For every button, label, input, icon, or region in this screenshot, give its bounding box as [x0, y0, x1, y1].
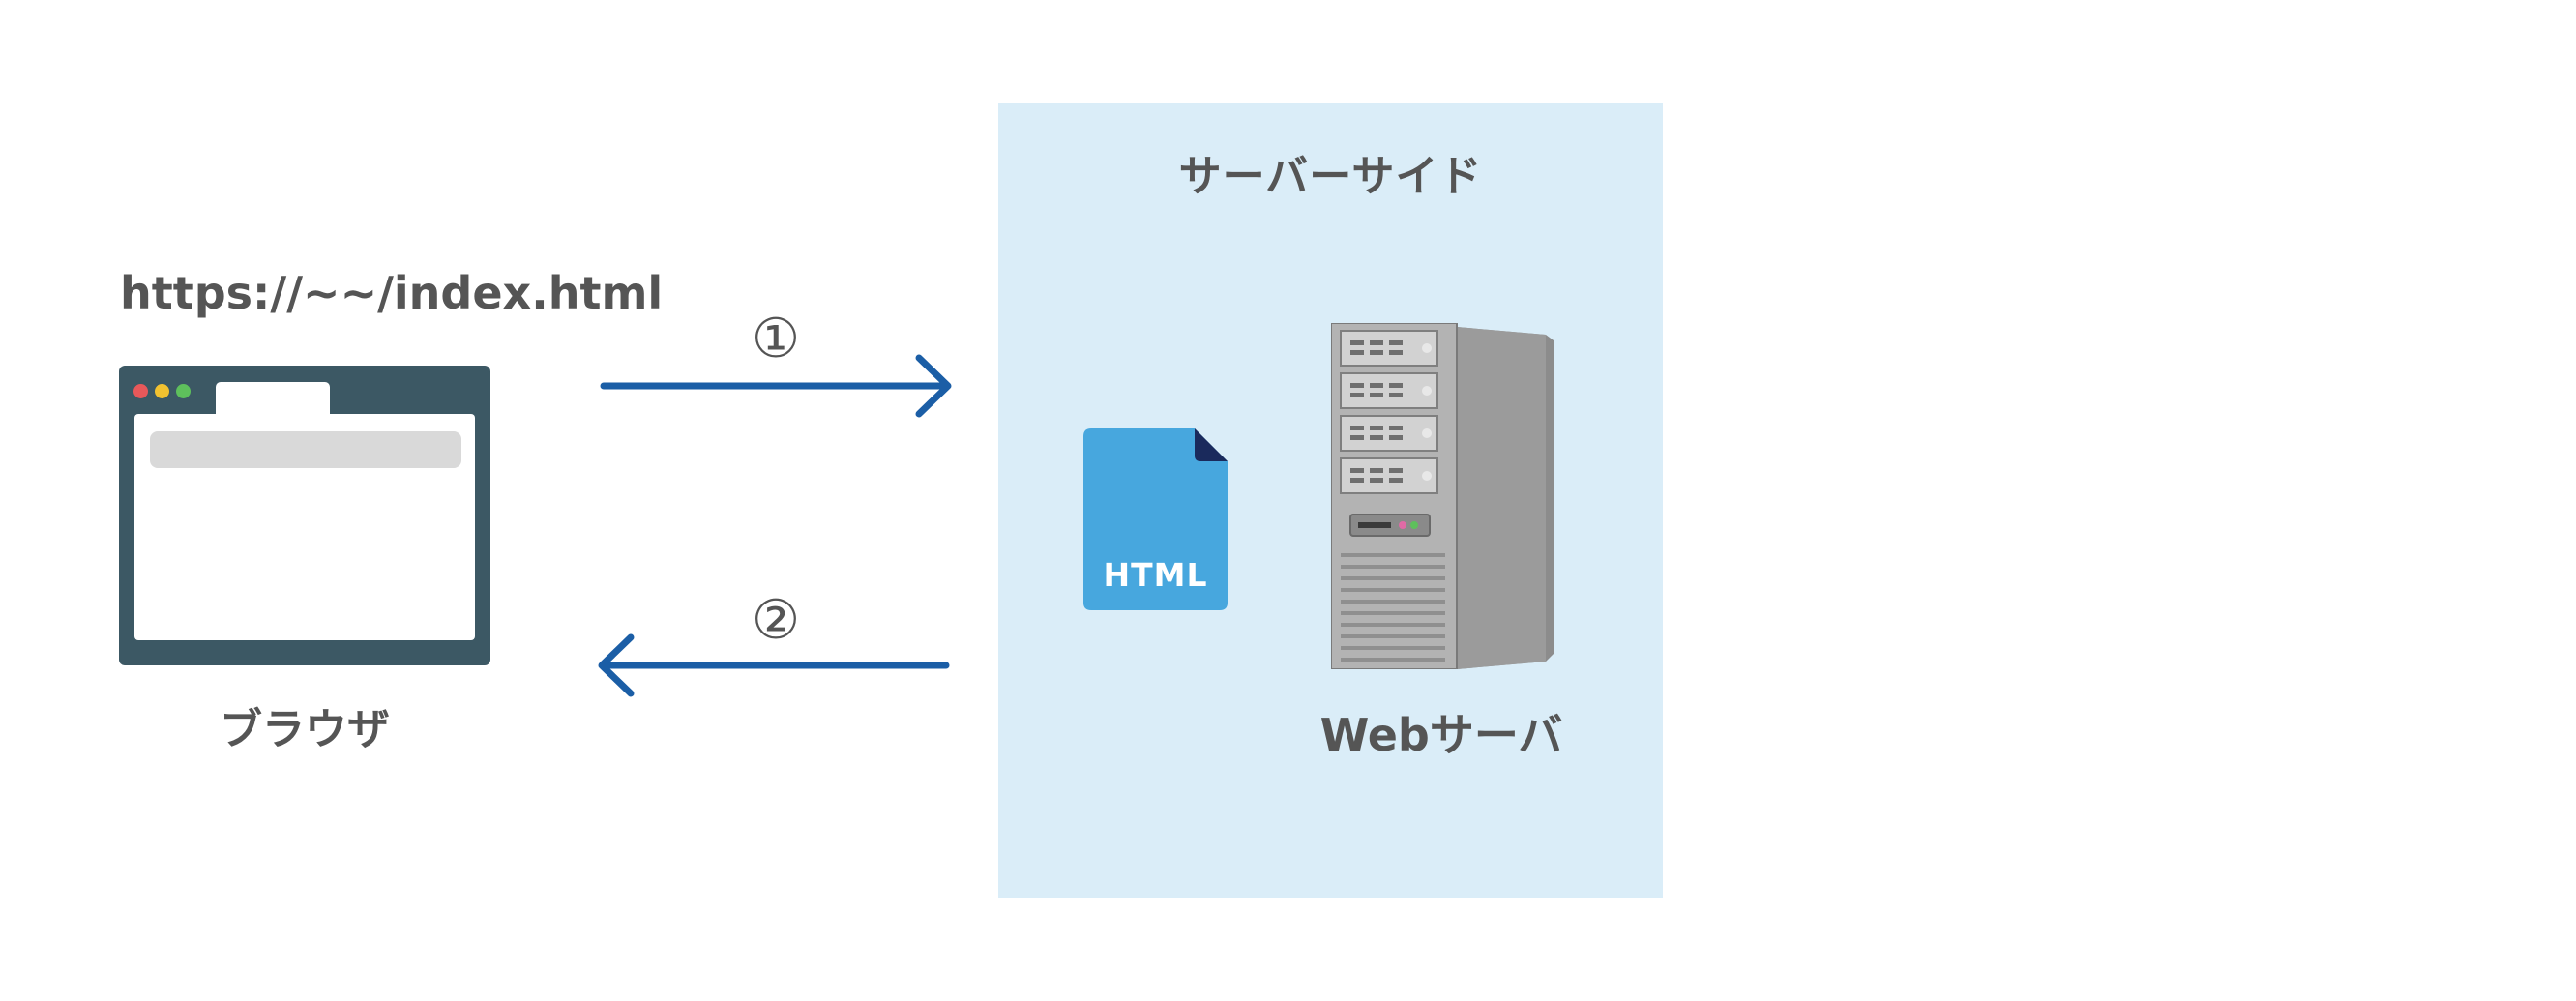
- browser-label: ブラウザ: [220, 705, 390, 754]
- browser-address-bar: [150, 431, 461, 468]
- step-1-number: ①: [751, 308, 801, 370]
- html-file-label: HTML: [1103, 556, 1208, 594]
- browser-window-icon: [119, 366, 490, 665]
- request-response-arrows: [598, 354, 952, 697]
- response-arrow: [598, 633, 950, 697]
- server-side-title: サーバーサイド: [1178, 152, 1483, 201]
- web-server-label: Webサーバ: [1319, 709, 1563, 761]
- request-arrow: [600, 354, 952, 418]
- browser-tab: [216, 382, 330, 415]
- browser-maximize-dot: [176, 384, 191, 398]
- url-label: https://~~/index.html: [120, 267, 664, 319]
- html-file-icon: [1083, 428, 1228, 610]
- server-tower-icon: [1331, 323, 1554, 669]
- browser-minimize-dot: [155, 384, 169, 398]
- browser-viewport: [134, 414, 475, 640]
- browser-close-dot: [133, 384, 148, 398]
- step-2-number: ②: [751, 589, 801, 652]
